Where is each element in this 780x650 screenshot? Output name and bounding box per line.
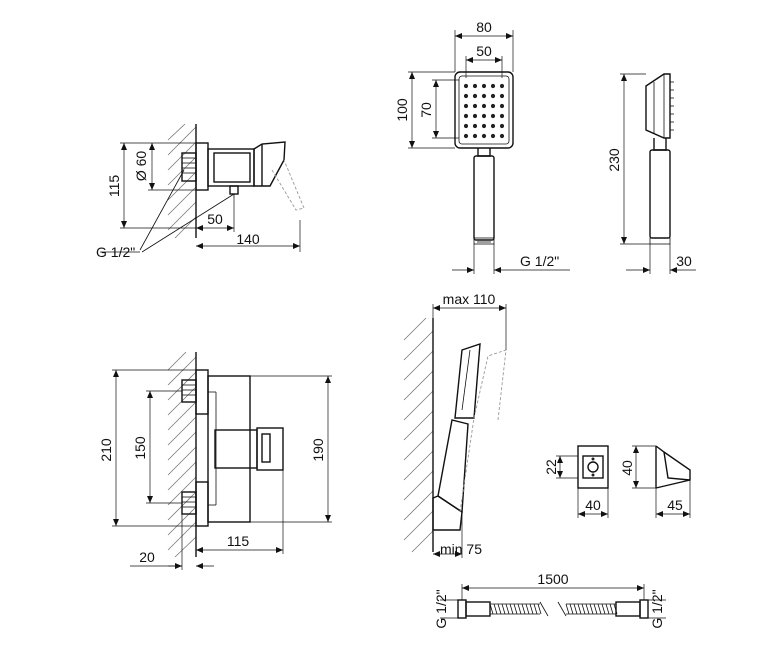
head-height-label: 100 xyxy=(394,98,410,122)
hose-coil-segment xyxy=(573,603,578,615)
nozzle-dot xyxy=(481,83,487,89)
hose-coil-segment xyxy=(513,603,518,615)
mixer-front-view xyxy=(112,351,332,570)
front-body-height-label: 190 xyxy=(310,438,326,462)
nozzle-ticks xyxy=(670,81,674,131)
hose-coil-segment xyxy=(525,603,530,615)
nozzle-dot xyxy=(472,113,478,119)
nozzle-dot xyxy=(499,83,505,89)
nozzle-dot xyxy=(463,93,469,99)
bracket-front xyxy=(556,445,609,518)
head-width-label: 80 xyxy=(476,19,492,35)
hose-coil-segment xyxy=(497,603,502,615)
nozzle-dot xyxy=(490,133,496,139)
spray-nozzles xyxy=(463,83,505,139)
mixer-side-view xyxy=(100,123,305,253)
spray-width-label: 50 xyxy=(476,43,492,59)
nozzle-dot xyxy=(499,133,505,139)
hose-coil-segment xyxy=(585,603,590,615)
holder-max-label: max 110 xyxy=(443,291,496,307)
nozzle-dot xyxy=(463,133,469,139)
hose-coil-left xyxy=(489,603,542,615)
nozzle-dot xyxy=(481,113,487,119)
wall-holder-view xyxy=(403,304,507,558)
hose-coil-segment xyxy=(609,603,614,615)
hose-coil-segment xyxy=(505,603,510,615)
hose-coil-right xyxy=(565,603,618,615)
nozzle-dot xyxy=(490,93,496,99)
hose-coil-segment xyxy=(593,603,598,615)
bracket-width-label: 40 xyxy=(585,497,601,513)
shower-length-label: 230 xyxy=(606,148,622,172)
nozzle-dot xyxy=(472,93,478,99)
hose-coil-segment xyxy=(537,603,542,615)
hose-coil-segment xyxy=(529,603,534,615)
hand-shower-front xyxy=(408,30,570,274)
nozzle-dot xyxy=(481,93,487,99)
wall-hatch-holder xyxy=(403,317,434,553)
spray-height-label: 70 xyxy=(418,102,434,118)
side-diameter-label: Ø 60 xyxy=(133,151,149,182)
shower-depth-label: 30 xyxy=(676,253,692,269)
bracket-height-label: 22 xyxy=(543,459,559,475)
hose-coil-segment xyxy=(565,603,570,615)
hose-coil-segment xyxy=(581,603,586,615)
shower-thread-label: G 1/2" xyxy=(520,253,559,269)
side-thread-label: G 1/2" xyxy=(96,244,135,260)
hose-coil-segment xyxy=(605,603,610,615)
nozzle-dot xyxy=(499,113,505,119)
side-offset-label: 50 xyxy=(207,211,223,227)
hand-shower-side xyxy=(620,73,696,274)
nozzle-dot xyxy=(463,113,469,119)
nozzle-dot xyxy=(463,103,469,109)
nozzle-dot xyxy=(490,113,496,119)
bracket-side xyxy=(632,445,691,518)
hose-coil-segment xyxy=(597,603,602,615)
front-projection-label: 115 xyxy=(227,533,250,549)
nozzle-dot xyxy=(472,123,478,129)
bracket-side-depth-label: 45 xyxy=(667,497,683,513)
nozzle-dot xyxy=(472,83,478,89)
nozzle-dot xyxy=(490,83,496,89)
hose-length-label: 1500 xyxy=(537,571,568,587)
hose-coil-segment xyxy=(489,603,494,615)
bracket-side-height-label: 40 xyxy=(619,460,635,476)
nozzle-dot xyxy=(499,93,505,99)
hose-coil-segment xyxy=(577,603,582,615)
hose-coil-segment xyxy=(509,603,514,615)
nozzle-dot xyxy=(472,133,478,139)
nozzle-dot xyxy=(481,133,487,139)
hose-coil-segment xyxy=(569,603,574,615)
hose-right-thread-label: G 1/2" xyxy=(649,589,665,628)
hose-coil-segment xyxy=(517,603,522,615)
nozzle-dot xyxy=(481,123,487,129)
nozzle-dot xyxy=(499,103,505,109)
side-depth-label: 140 xyxy=(236,231,260,247)
hose-coil-segment xyxy=(533,603,538,615)
holder-min-label: min 75 xyxy=(440,541,482,557)
nozzle-dot xyxy=(490,123,496,129)
nozzle-dot xyxy=(472,103,478,109)
nozzle-dot xyxy=(481,103,487,109)
hose-coil-segment xyxy=(501,603,506,615)
front-wall-gap-label: 20 xyxy=(139,549,155,565)
hose-left-thread-label: G 1/2" xyxy=(433,589,449,628)
side-height-label: 115 xyxy=(106,175,122,198)
hose-coil-segment xyxy=(589,603,594,615)
nozzle-dot xyxy=(463,123,469,129)
front-inlet-spacing-label: 150 xyxy=(132,436,148,460)
hose-coil-segment xyxy=(521,603,526,615)
hose-coil-segment xyxy=(601,603,606,615)
hose-drawing xyxy=(440,584,666,619)
hose-coil-segment xyxy=(493,603,498,615)
nozzle-dot xyxy=(463,83,469,89)
nozzle-dot xyxy=(490,103,496,109)
front-total-height-label: 210 xyxy=(98,438,114,462)
nozzle-dot xyxy=(499,123,505,129)
